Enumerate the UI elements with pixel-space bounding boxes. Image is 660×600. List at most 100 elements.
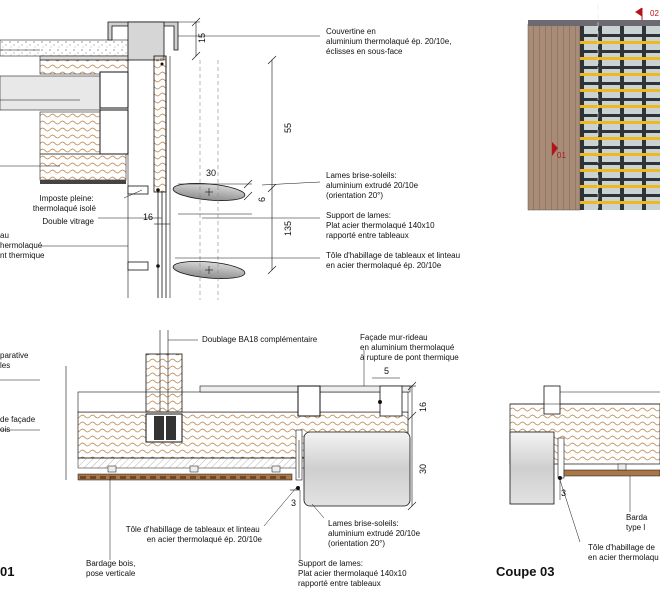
beam-box-1 [99, 71, 129, 109]
label-doublage: Doublage BA18 complémentaire [202, 335, 318, 344]
lintel-dark [40, 180, 126, 184]
cladding-batten [220, 476, 226, 479]
elevation-mullion [598, 26, 602, 210]
cladding-batten [120, 476, 126, 479]
label-support-top: Support de lames: Plat acier thermolaqué… [326, 211, 437, 240]
elevation-transom [580, 194, 660, 197]
cladding-batten [210, 476, 216, 479]
cladding-batten [280, 476, 286, 479]
elevation-transom [580, 178, 660, 181]
dim-3-bottom: 3 [291, 498, 296, 508]
label-imposte: Imposte pleine: thermolaqué isolé [33, 194, 97, 213]
dim-30-top: 30 [206, 168, 216, 178]
label-cut-left-top: au hermolaqué nt thermique [0, 231, 45, 260]
dim-6: 6 [257, 197, 267, 202]
cladding-batten [230, 476, 236, 479]
top-section-detail: 15 55 30 6 16 135 Couvertine en aluminiu… [0, 17, 462, 300]
wall-insulation-top [39, 111, 101, 155]
plan-column [145, 353, 183, 413]
elevation-louvre [580, 137, 660, 140]
label-tole-top: Tôle d'habillage de tableaux et linteau … [326, 251, 462, 270]
dim-3-right: 3 [561, 488, 566, 498]
elevation-transom [580, 114, 660, 117]
dim-5: 5 [384, 366, 389, 376]
elevation-louvre [580, 57, 660, 60]
label-couvertine: Couvertine en aluminium thermolaqué ép. … [326, 27, 454, 56]
roof-gravel [0, 39, 129, 57]
cladding-batten [200, 476, 206, 479]
elevation-transom [580, 50, 660, 53]
cladding-batten [150, 476, 156, 479]
cladding-batten [90, 476, 96, 479]
label-lames-bottom: Lames brise-soleils: aluminium extrudé 2… [328, 519, 422, 548]
cladding-batten [110, 476, 116, 479]
elevation-louvre [580, 153, 660, 156]
elevation-transom [580, 34, 660, 37]
cladding-batten [240, 476, 246, 479]
dim-55: 55 [283, 123, 293, 133]
elevation-mullion [620, 26, 624, 210]
elevation-transom [580, 66, 660, 69]
bracket-lower [127, 261, 149, 271]
label-bardage: Bardage bois, pose verticale [86, 559, 138, 578]
label-cut-left-mid2: de façade ois [0, 415, 37, 434]
elevation-louvre [580, 89, 660, 92]
cladding-batten [100, 476, 106, 479]
label-lames-top: Lames brise-soleils: aluminium extrudé 2… [326, 171, 420, 200]
elevation-louvre [580, 41, 660, 44]
cladding-batten [160, 476, 166, 479]
label-bardage-right: Barda type l [626, 513, 650, 532]
coping-couvertine [107, 21, 179, 51]
c3-wood-cladding [563, 469, 660, 477]
cladding-batten [270, 476, 276, 479]
elevation-louvre [580, 169, 660, 172]
beam-box-2 [99, 109, 129, 155]
coping-block [127, 21, 165, 61]
elevation-roof-band [528, 20, 660, 26]
cladding-batten [250, 476, 256, 479]
elevation-transom [580, 146, 660, 149]
elevation-mullion [580, 26, 584, 210]
plan-mullion [297, 385, 321, 417]
dim-30-bottom: 30 [418, 464, 428, 474]
elevation-wood-cladding [527, 23, 581, 211]
elevation-transom [580, 130, 660, 133]
label-cut-left-mid: parative les [0, 351, 31, 370]
label-tole-right: Tôle d'habillage de en acier thermolaqu [588, 543, 659, 562]
bracket-upper [127, 185, 149, 195]
mullion-insulated [153, 55, 167, 193]
label-tole-bottom: Tôle d'habillage de tableaux et linteau … [126, 525, 263, 544]
c3-louvre-blade [509, 431, 555, 505]
elevation-mullion [642, 26, 646, 210]
cladding-batten [180, 476, 186, 479]
elevation-transom [580, 162, 660, 165]
label-support-bottom: Support de lames: Plat acier thermolaqué… [298, 559, 409, 588]
elevation-louvre [580, 185, 660, 188]
plan-section-03: 3 Barda type l Tôle d'habillage de en ac… [496, 385, 660, 579]
cladding-batten [130, 476, 136, 479]
marker-flag-left [552, 142, 558, 156]
dim-15: 15 [197, 33, 207, 43]
facade-elevation: 02 01 [527, 4, 660, 211]
plan-louvre-blade [303, 431, 411, 507]
elevation-louvre [580, 105, 660, 108]
dim-135: 135 [283, 221, 293, 236]
wall-insulation-lower [39, 153, 127, 181]
slab-grey [0, 75, 101, 111]
marker-label-01: 01 [557, 151, 566, 160]
section-title-01: 01 [0, 564, 14, 579]
plan-section-01: 5 16 30 3 Doublage BA18 complémentaire F… [0, 330, 459, 588]
plan-top-line [77, 391, 409, 413]
marker-flag-top [635, 7, 643, 20]
marker-label-02: 02 [650, 9, 659, 18]
cladding-batten [190, 476, 196, 479]
roof-membrane [39, 55, 131, 61]
cladding-batten [140, 476, 146, 479]
section-title-03: Coupe 03 [496, 564, 555, 579]
elevation-transom [580, 98, 660, 101]
cladding-batten [80, 476, 86, 479]
dim-16-bottom: 16 [418, 402, 428, 412]
elevation-louvre [580, 121, 660, 124]
cladding-batten [170, 476, 176, 479]
